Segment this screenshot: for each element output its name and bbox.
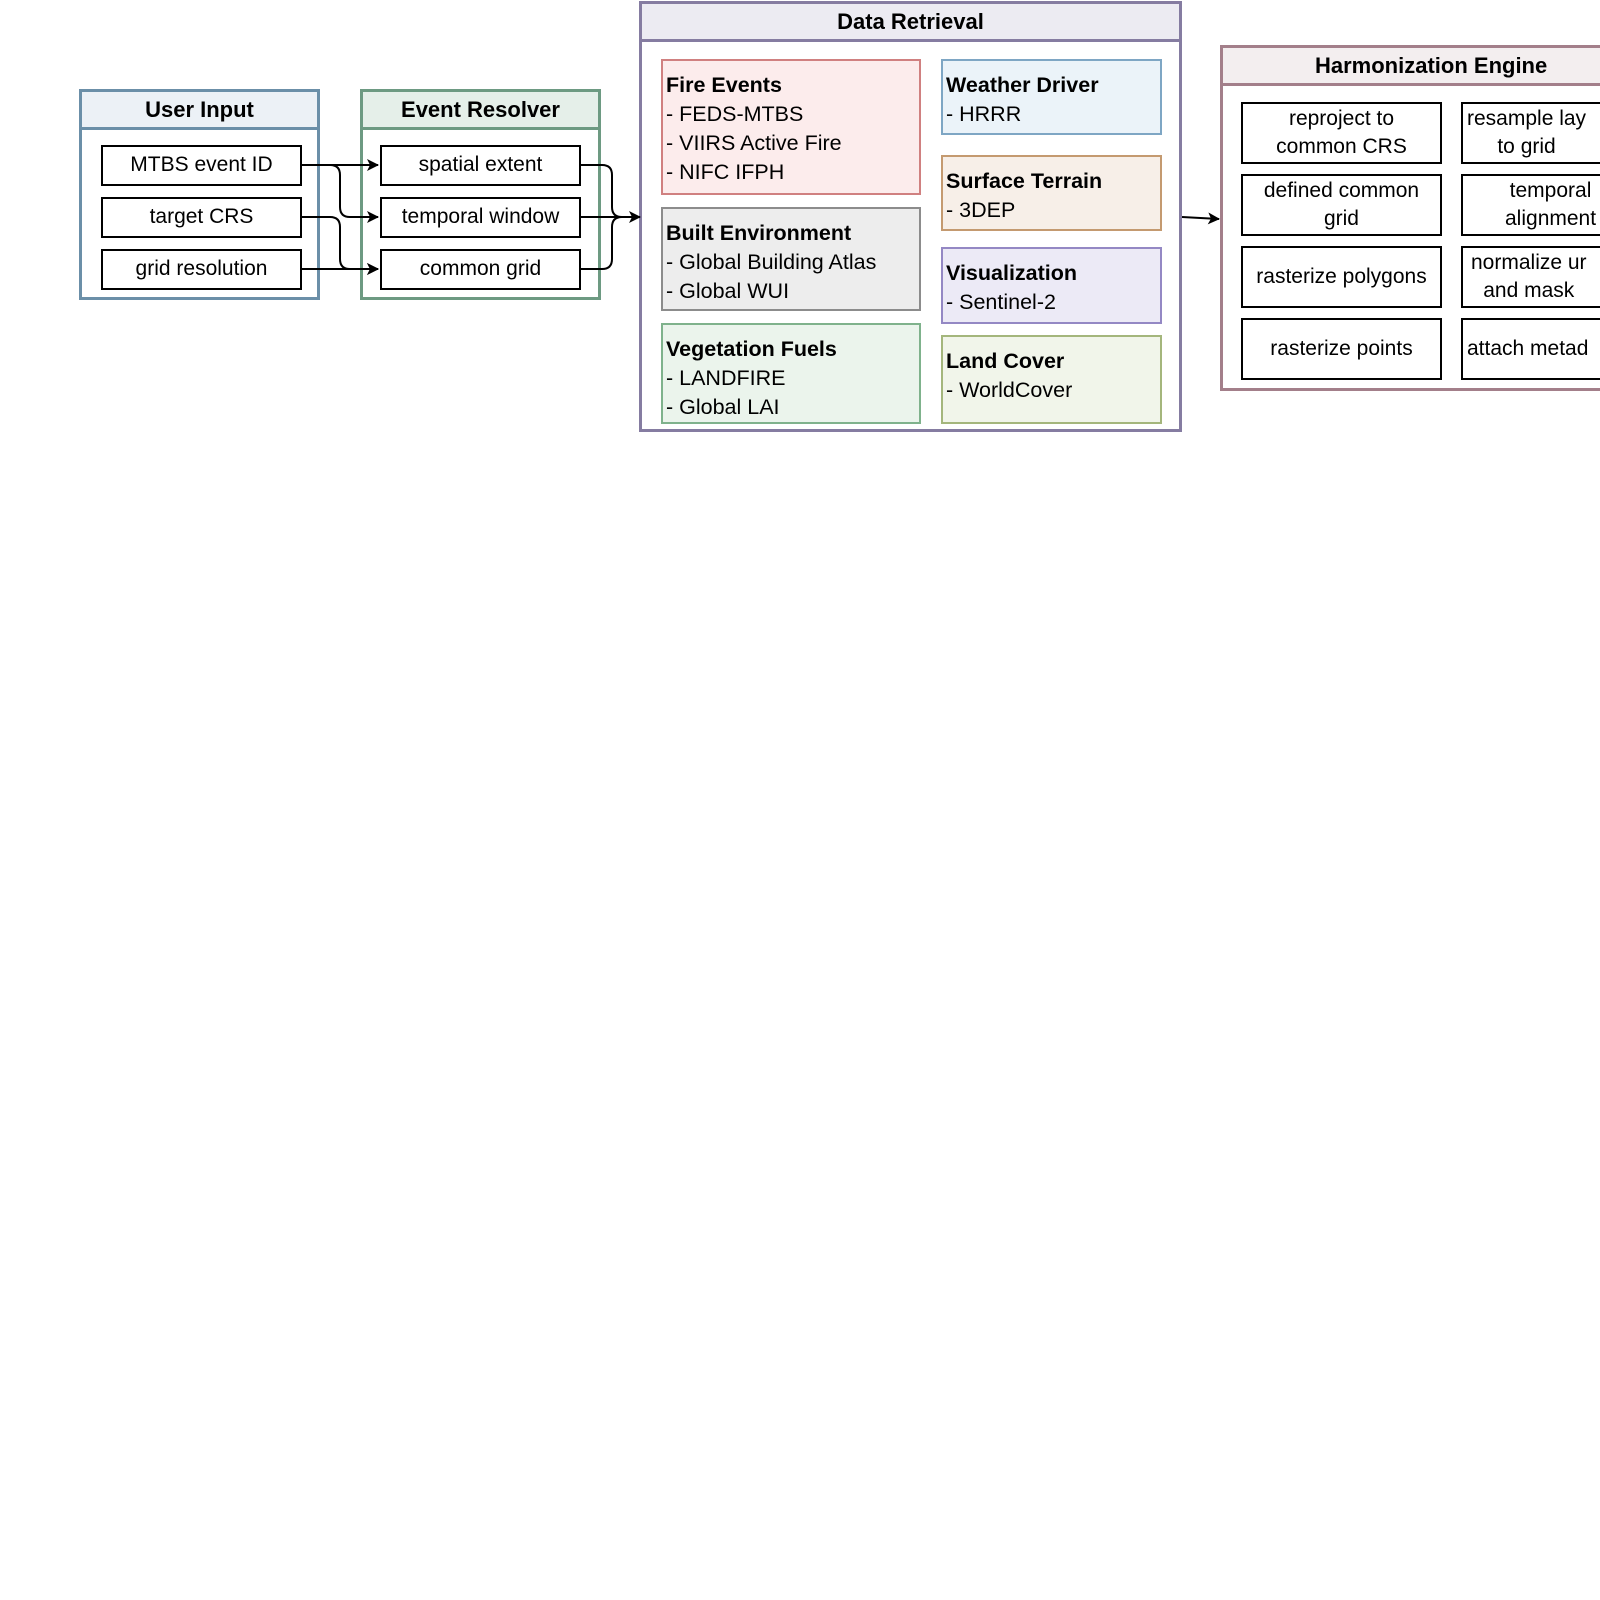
source-item: - Global WUI <box>666 279 790 304</box>
source-item: - NIFC IFPH <box>666 160 785 185</box>
harmonization-step: rasterize points <box>1241 318 1442 380</box>
common-grid-node: common grid <box>380 249 581 290</box>
weather-driver-source: Weather Driver - HRRR <box>941 59 1162 135</box>
surface-terrain-title: Surface Terrain <box>946 169 1103 193</box>
source-item: - HRRR <box>946 102 1022 127</box>
harmonization-step: defined common grid <box>1241 174 1442 236</box>
common-grid-to-retrieval-link <box>581 216 640 270</box>
land-cover-source: Land Cover - WorldCover <box>941 335 1162 424</box>
visualization-title: Visualization <box>946 261 1078 285</box>
source-item: - FEDS-MTBS <box>666 102 804 127</box>
source-item: - VIIRS Active Fire <box>666 131 842 156</box>
crs-to-common-grid-arrow <box>302 216 379 275</box>
fire-events-title: Fire Events <box>666 73 782 97</box>
source-item: - LANDFIRE <box>666 366 786 391</box>
harmonization-step: temporal alignment <box>1461 174 1600 236</box>
spatial-extent-node: spatial extent <box>380 145 581 186</box>
user-input-title: User Input <box>82 92 317 130</box>
weather-driver-title: Weather Driver <box>946 73 1099 97</box>
fire-events-source: Fire Events - FEDS-MTBS - VIIRS Active F… <box>661 59 921 195</box>
source-item: - Global Building Atlas <box>666 250 877 275</box>
source-item: - Global LAI <box>666 395 780 420</box>
surface-terrain-source: Surface Terrain - 3DEP <box>941 155 1162 231</box>
mtbs-to-temporal-arrow <box>302 164 379 223</box>
grid-resolution-node: grid resolution <box>101 249 302 290</box>
retrieval-to-harmonization-arrow <box>1181 212 1220 225</box>
source-item: - 3DEP <box>946 198 1016 223</box>
land-cover-title: Land Cover <box>946 349 1065 373</box>
mtbs-event-id-node: MTBS event ID <box>101 145 302 186</box>
harmonization-step: reproject to common CRS <box>1241 102 1442 164</box>
event-resolver-title: Event Resolver <box>363 92 598 130</box>
source-item: - Sentinel-2 <box>946 290 1056 315</box>
spatial-to-retrieval-link <box>581 164 640 218</box>
vegetation-fuels-title: Vegetation Fuels <box>666 337 837 361</box>
harmonization-step: resample lay to grid <box>1461 102 1600 164</box>
built-environment-title: Built Environment <box>666 221 852 245</box>
harmonization-engine-title: Harmonization Engine <box>1223 48 1600 86</box>
target-crs-node: target CRS <box>101 197 302 238</box>
visualization-source: Visualization - Sentinel-2 <box>941 247 1162 324</box>
source-item: - WorldCover <box>946 378 1073 403</box>
temporal-window-node: temporal window <box>380 197 581 238</box>
built-environment-source: Built Environment - Global Building Atla… <box>661 207 921 311</box>
harmonization-step: rasterize polygons <box>1241 246 1442 308</box>
data-retrieval-title: Data Retrieval <box>642 4 1179 42</box>
harmonization-step: normalize ur and mask <box>1461 246 1600 308</box>
harmonization-step: attach metad <box>1461 318 1600 380</box>
vegetation-fuels-source: Vegetation Fuels - LANDFIRE - Global LAI <box>661 323 921 424</box>
